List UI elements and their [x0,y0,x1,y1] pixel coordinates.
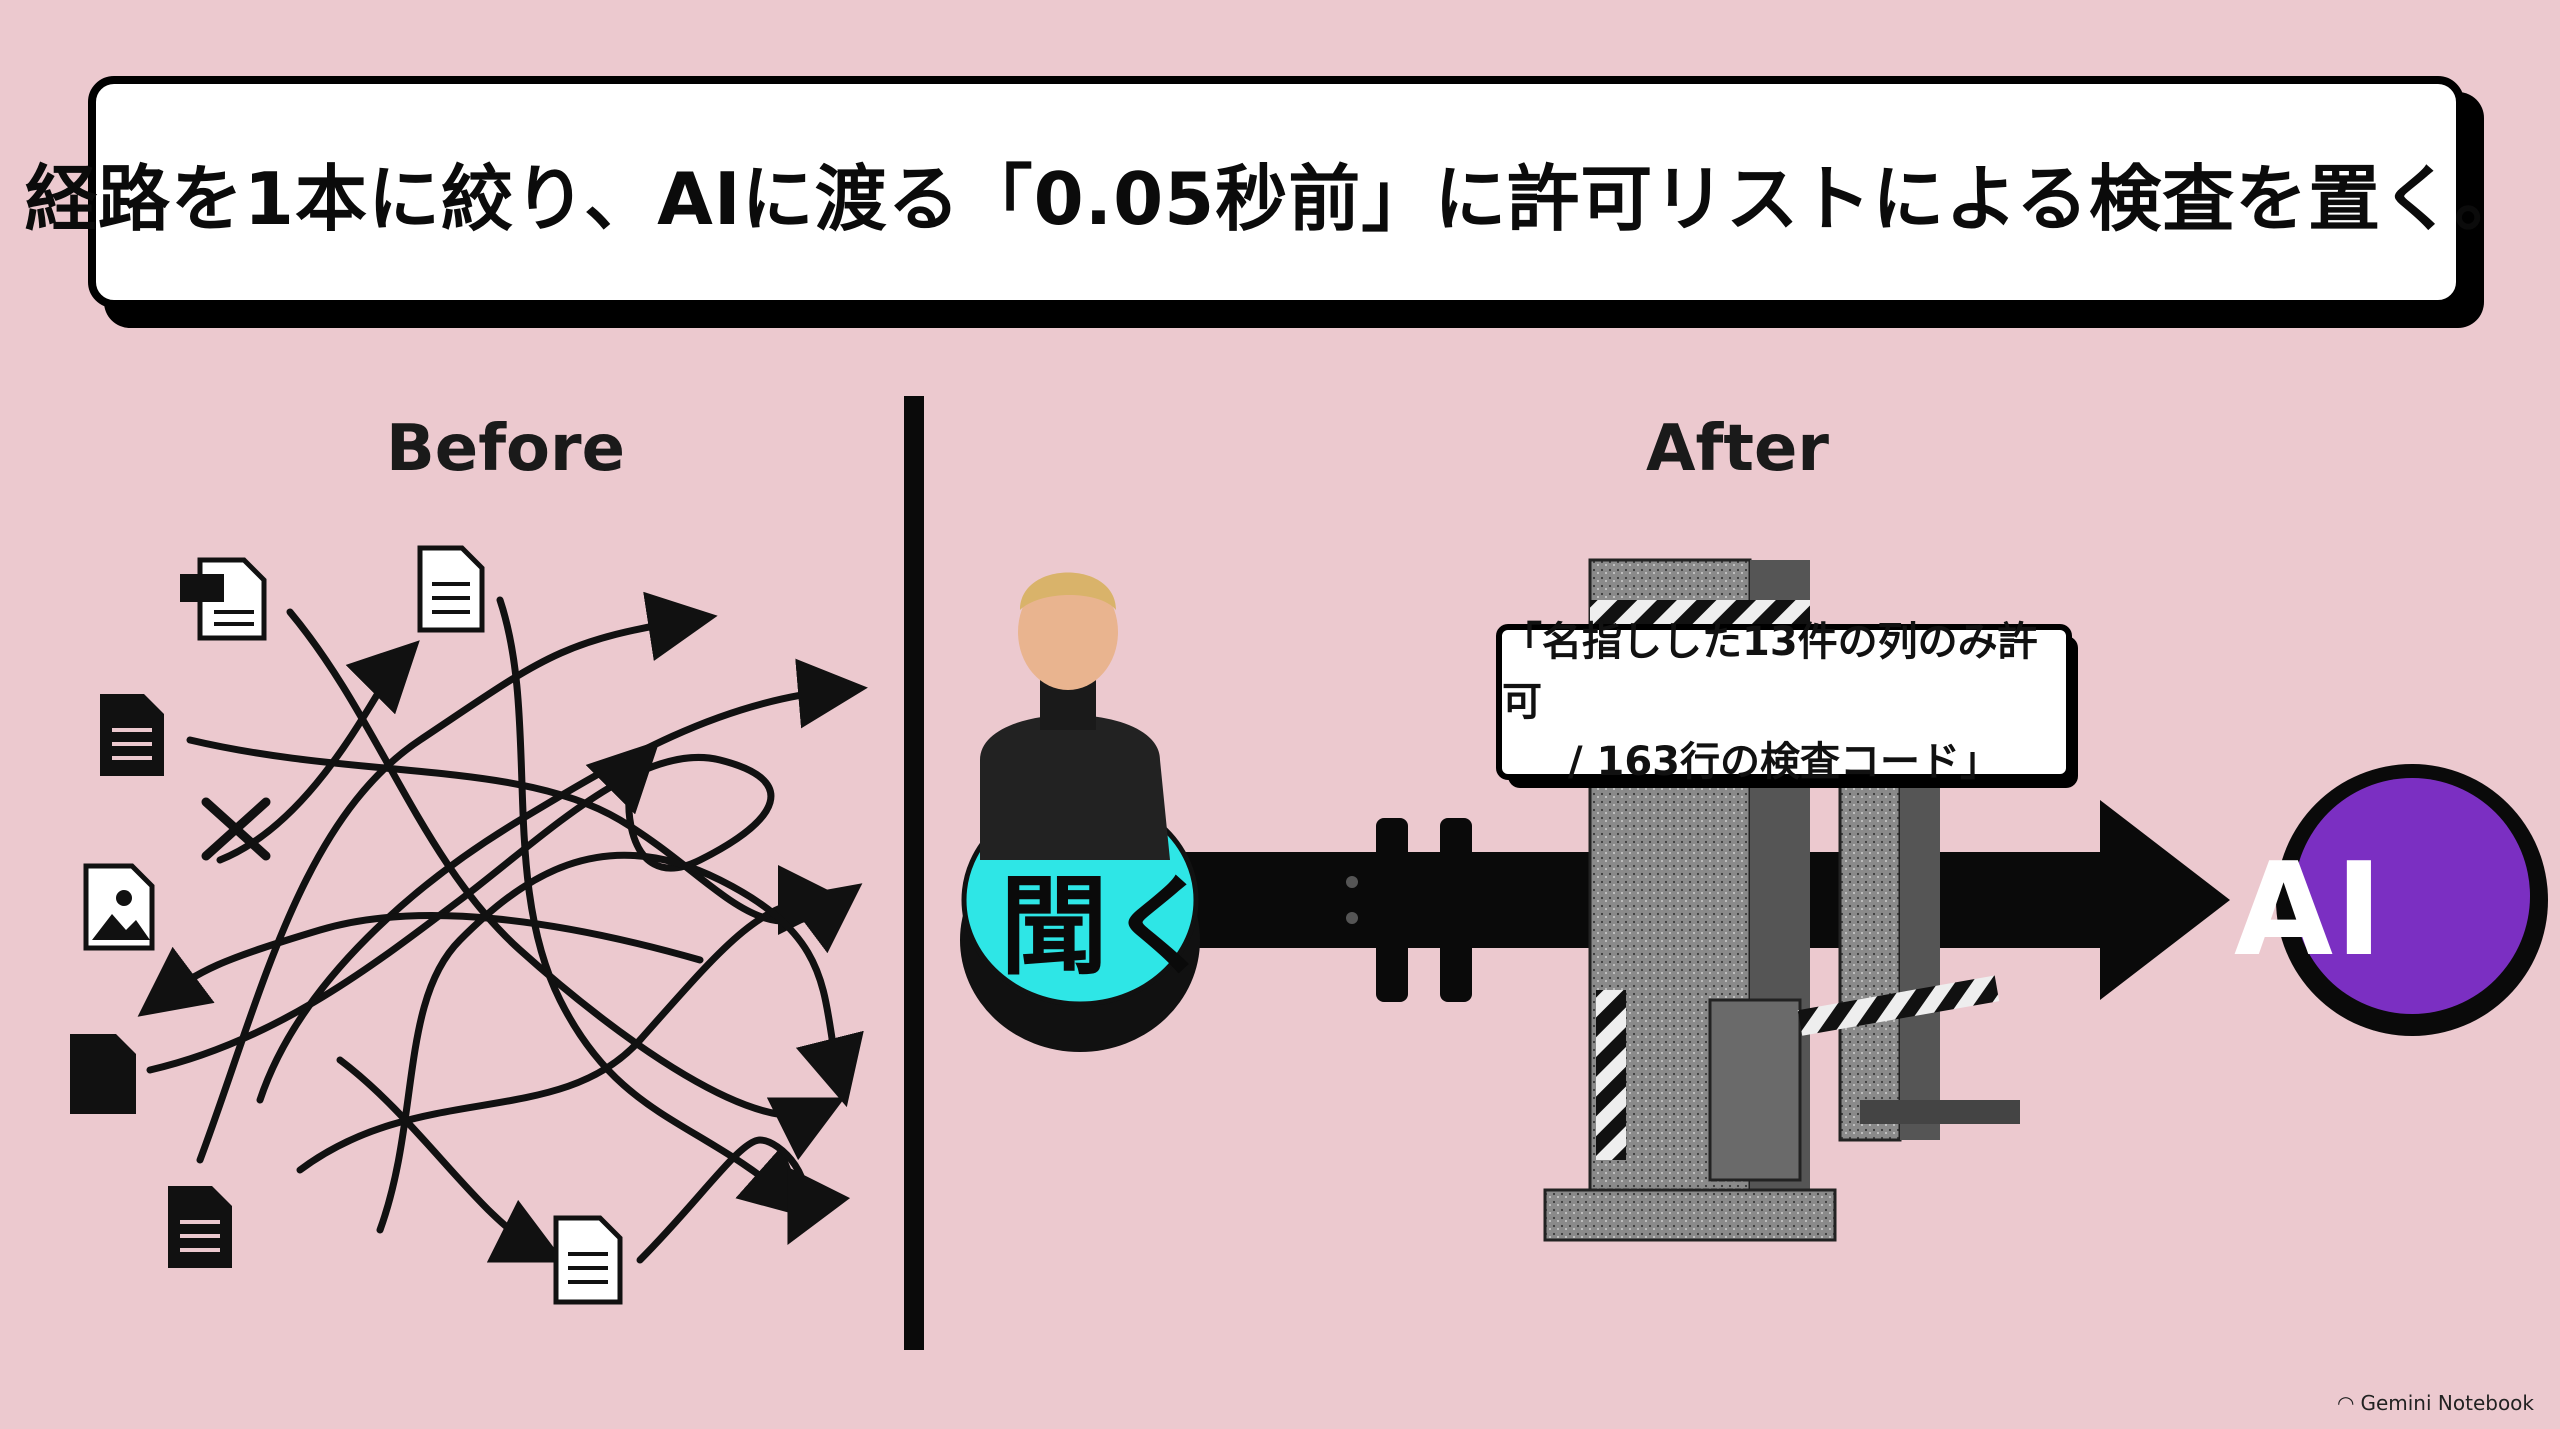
image-icon [83,863,155,951]
callout-line-2: / 163行の検査コード」 [1567,739,2001,785]
listen-button-label: 聞く [1000,865,1217,990]
tangle-path [216,640,420,864]
divider [904,396,924,1350]
document-icon [168,1186,232,1268]
tangle-path [196,591,718,1164]
tangle-path [256,658,868,1104]
tangle-path [636,1136,851,1264]
ai-node [2276,764,2548,1036]
page-title: 経路を1本に絞り、AIに渡る「0.05秒前」に許可リストによる検査を置く。 [24,156,2528,241]
tangle-path [376,851,864,1234]
callout-box: 「名指しした13件の列のみ許可 / 163行の検査コード」 [1496,619,2072,785]
gemini-logo-icon: ◠ [2337,1391,2355,1415]
document-icon [417,545,485,633]
tangle-path [286,608,846,1161]
document-icon [100,694,164,776]
tangle-path [496,596,811,1219]
callout-line-1: 「名指しした13件の列のみ許可 [1502,619,2038,725]
tangle-path [137,912,704,1017]
before-label: Before [386,412,625,486]
document-icon [180,557,267,641]
watermark: ◠ Gemini Notebook [2337,1391,2534,1415]
document-icon [70,1034,136,1114]
document-icon [553,1215,623,1305]
watermark-text: Gemini Notebook [2360,1391,2534,1415]
title-box: 経路を1本に絞り、AIに渡る「0.05秒前」に許可リストによる検査を置く。 [25,76,2526,308]
person-avatar [980,572,1170,860]
after-label: After [1646,412,1829,486]
tangle-path [296,865,848,1174]
tangle-path [146,740,775,1074]
tangled-paths [137,591,868,1264]
close-icon [201,797,271,861]
ai-label: AI [2234,836,2385,985]
tangle-path [336,1056,566,1263]
